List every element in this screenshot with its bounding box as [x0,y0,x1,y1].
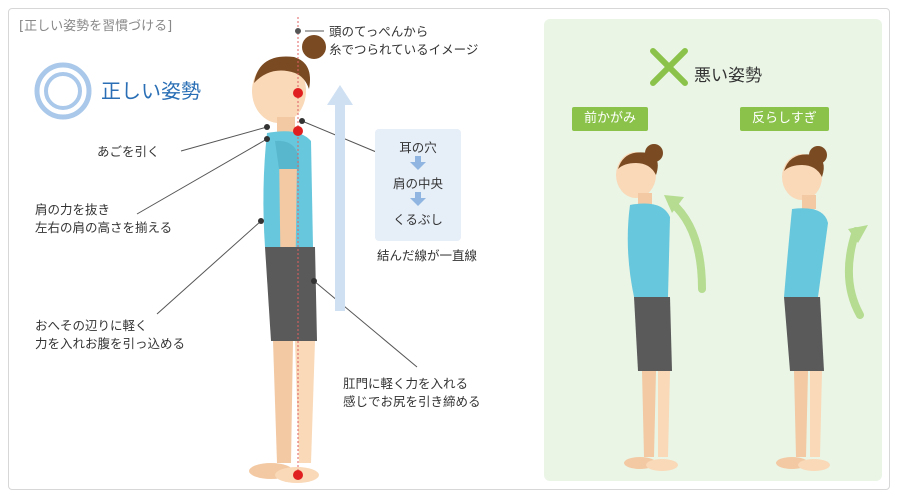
correct-posture-figure [136,17,418,483]
note-anus: 肛門に軽く力を入れる 感じでお尻を引き締める [343,376,481,409]
woman-body [249,35,326,483]
double-circle-icon [33,61,93,121]
bad-posture-label: 悪い姿勢 [694,66,762,86]
note-chin: あごを引く [97,144,160,159]
flow-item-shoulder: 肩の中央 [392,176,443,191]
note-head: 頭のてっぺんから 糸でつられているイメージ [329,24,479,57]
curved-arrow-icon [844,227,864,319]
bad-posture-panel: 悪い姿勢 前かがみ 反らしすぎ [544,19,882,481]
section-title: [正しい姿勢を習慣づける] [19,19,173,34]
flow-item-ankle: くるぶし [393,212,443,227]
note-belly: おへその辺りに軽く 力を入れお腹を引っ込める [35,318,186,351]
up-arrow-icon [327,85,353,311]
down-arrow-icon [410,192,426,206]
badge-slouching: 前かがみ [572,107,649,131]
overarching-figure [776,146,868,471]
x-mark-icon [647,45,691,89]
badge-overarching: 反らしすぎ [740,107,829,131]
flow-caption: 結んだ線が一直線 [377,248,478,263]
slouching-figure [616,144,706,471]
good-posture-label: 正しい姿勢 [101,79,201,103]
note-shoulder: 肩の力を抜き 左右の肩の高さを揃える [35,202,173,235]
flow-item-ear: 耳の穴 [399,140,437,155]
down-arrow-icon [410,156,426,170]
alignment-flow-box: 耳の穴 肩の中央 くるぶし [375,129,461,241]
posture-figure: [正しい姿勢を習慣づける] 正しい姿勢 [8,8,890,490]
curved-arrow-icon [668,199,706,293]
